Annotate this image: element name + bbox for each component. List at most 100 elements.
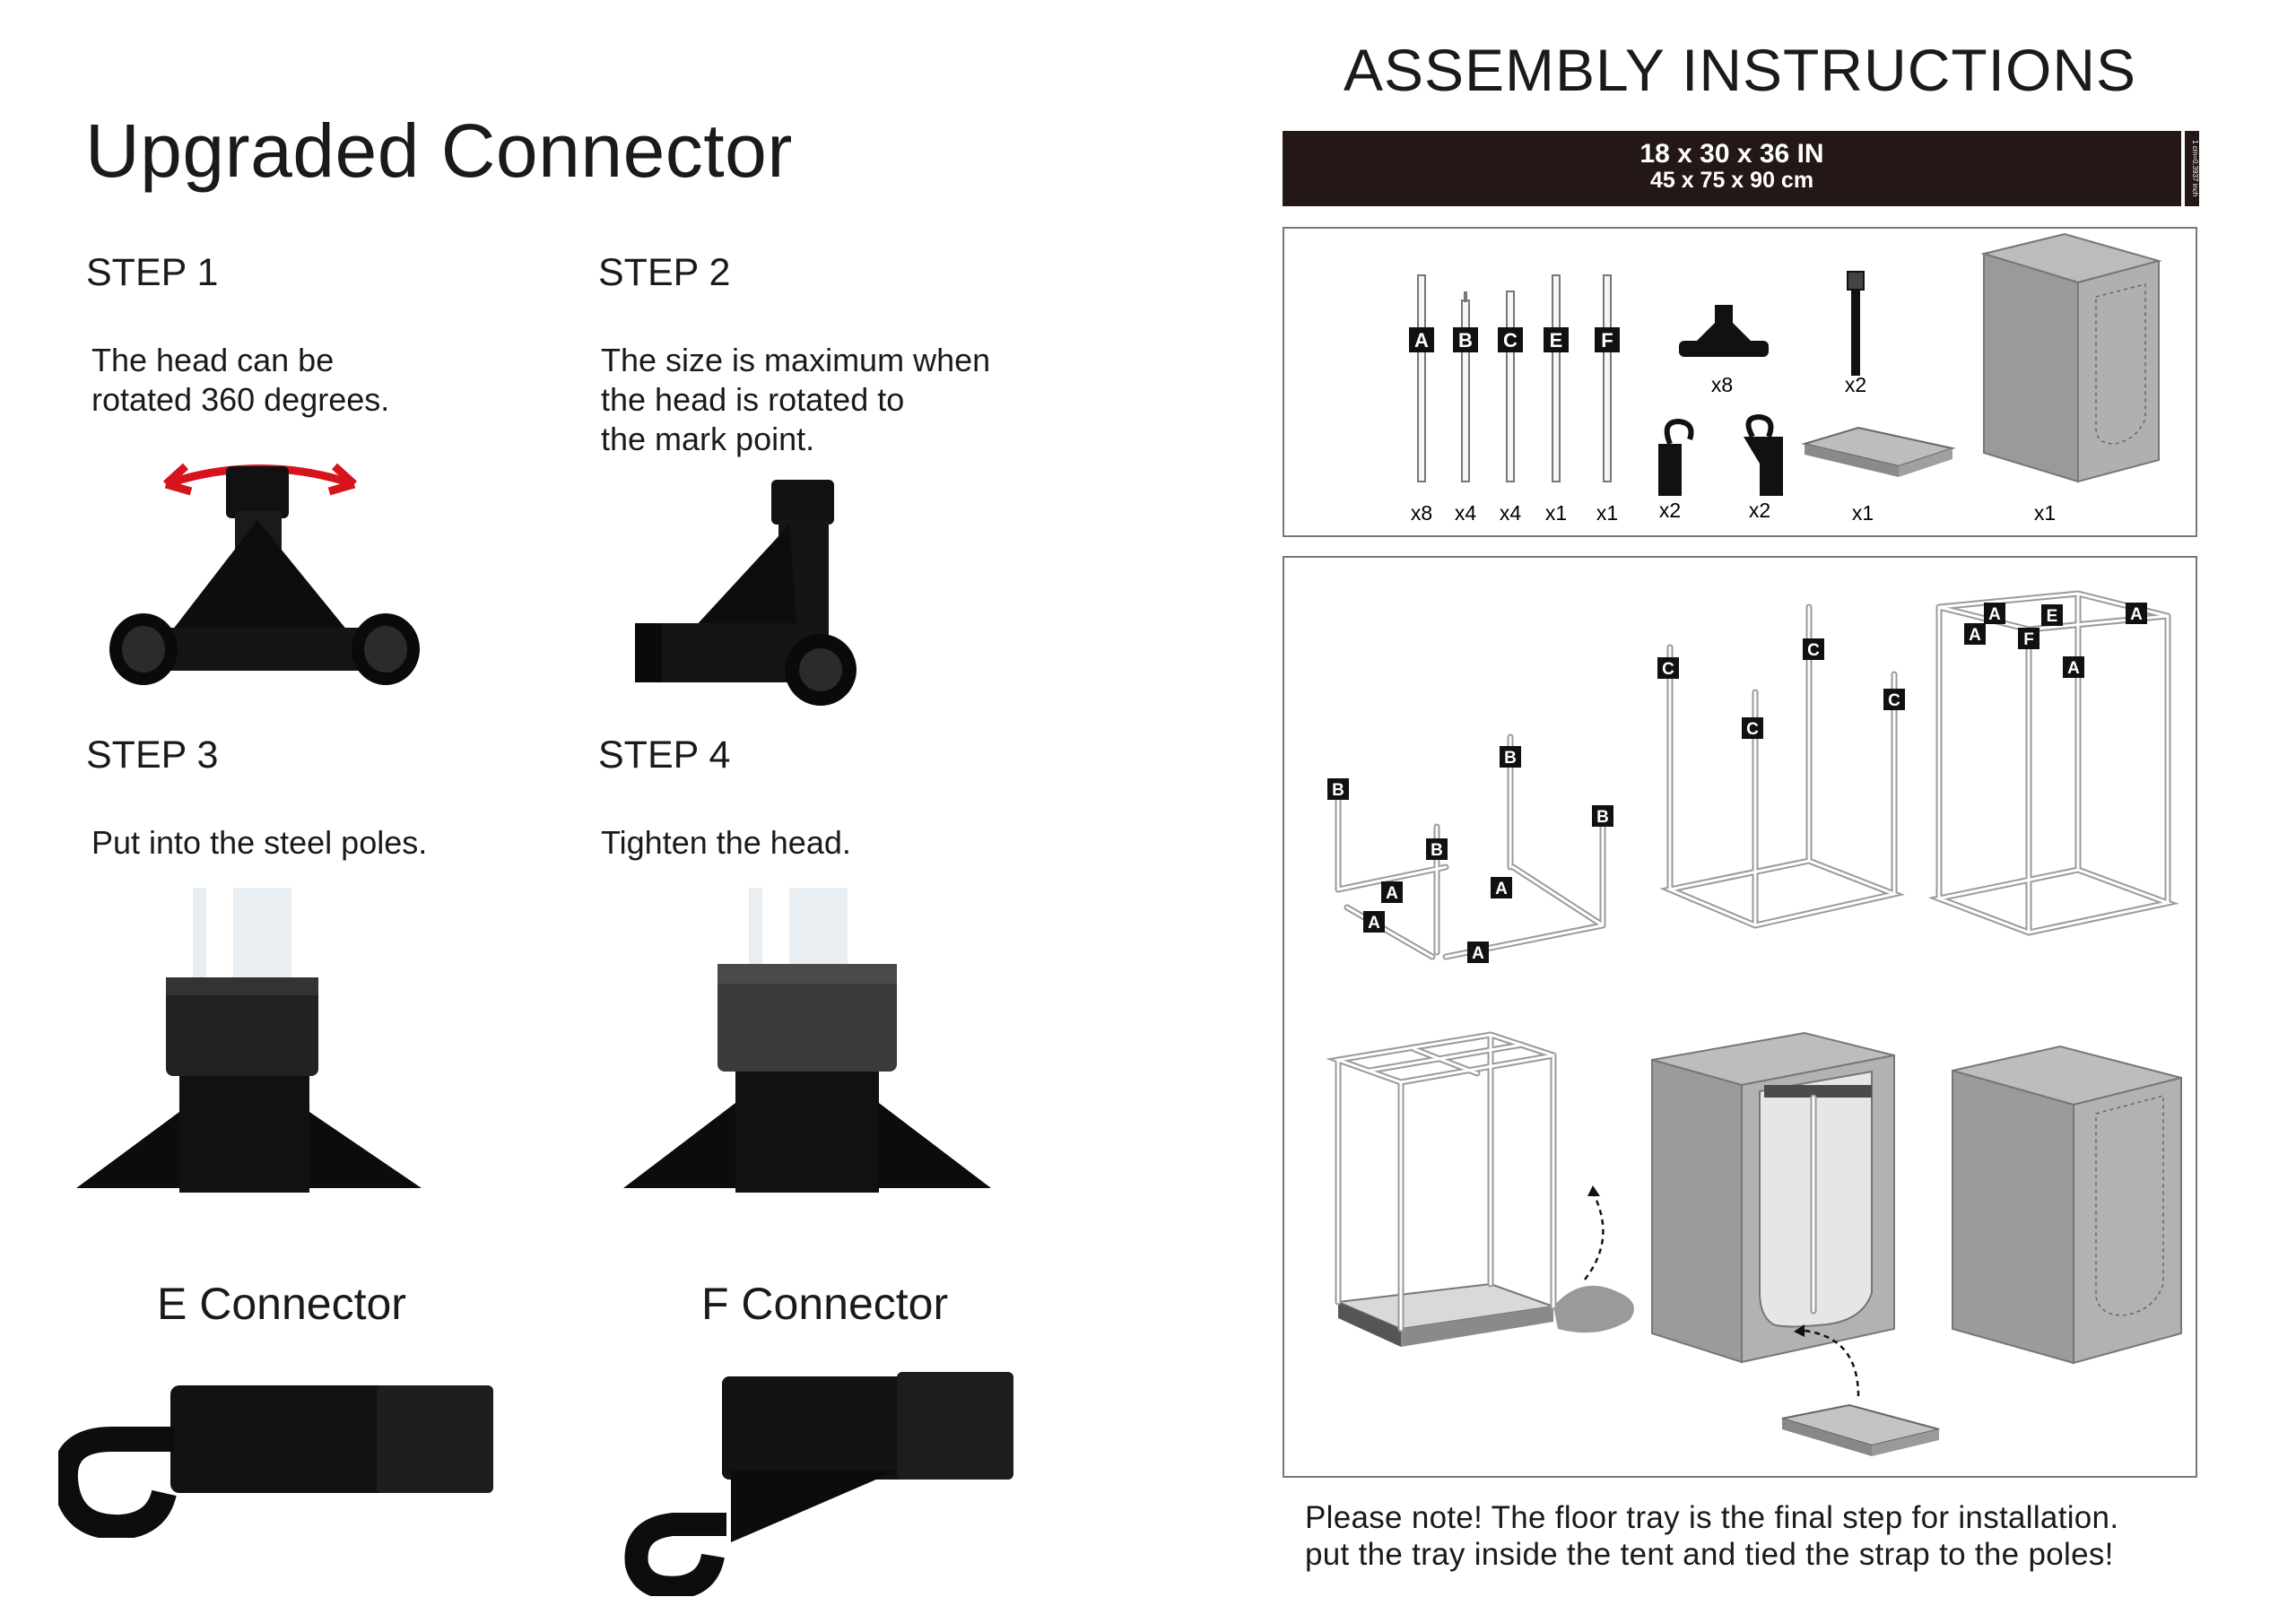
svg-text:A: A — [1969, 626, 1981, 645]
diagram-tag-b: B — [1327, 778, 1349, 800]
pole-a-qty: x8 — [1411, 501, 1432, 525]
svg-text:A: A — [1386, 884, 1398, 903]
diagram-tag-b: B — [1426, 838, 1448, 860]
step-2-heading: STEP 2 — [598, 251, 731, 294]
corner-connector-part: x8 — [1679, 305, 1769, 396]
tent-part: x1 — [1980, 232, 2162, 525]
f-connector-qty: x2 — [1749, 499, 1770, 522]
size-cm: 45 x 75 x 90 cm — [1649, 168, 1814, 193]
diagram-tag-a: A — [2126, 603, 2147, 624]
svg-text:F: F — [2023, 630, 2034, 649]
svg-text:B: B — [1332, 781, 1344, 800]
diagram-tag-c: C — [1657, 657, 1679, 679]
stage-6-closed-tent — [1952, 1045, 2182, 1365]
svg-text:A: A — [2130, 605, 2143, 624]
svg-text:B: B — [1504, 749, 1517, 768]
installation-note: Please note! The floor tray is the final… — [1305, 1499, 2118, 1573]
pole-c: C x4 — [1498, 291, 1523, 525]
pole-c-letter: C — [1503, 329, 1518, 352]
step-2-connector-image — [635, 480, 857, 706]
assembly-steps-diagram: .pl{fill:none;stroke:#9a9a9a;stroke-widt… — [1326, 590, 2182, 1456]
diagram-tag-c: C — [1883, 689, 1905, 710]
size-conversion-tag: 1 cm=0.3937 inch — [2185, 131, 2199, 206]
tent-qty: x1 — [2034, 501, 2056, 525]
step-1-text: The head can be rotated 360 degrees. — [91, 341, 389, 420]
svg-text:A: A — [1368, 914, 1380, 933]
tray-part: x1 — [1801, 426, 1956, 525]
e-connector-image — [58, 1385, 493, 1538]
pole-e: E x1 — [1544, 274, 1569, 525]
pole-c-qty: x4 — [1500, 501, 1522, 525]
diagram-tag-b: B — [1592, 805, 1613, 827]
step-4-heading: STEP 4 — [598, 733, 731, 777]
f-connector-part: x2 — [1744, 413, 1783, 522]
corner-connector-qty: x8 — [1711, 373, 1733, 396]
stage-3-full-frame — [1927, 590, 2179, 936]
stage-2-uprights — [1659, 603, 1905, 929]
pole-e-qty: x1 — [1545, 501, 1567, 525]
svg-text:E: E — [2047, 607, 2058, 626]
svg-text:A: A — [1495, 880, 1508, 898]
tray-qty: x1 — [1852, 501, 1874, 525]
pole-b-qty: x4 — [1455, 501, 1477, 525]
pole-a-letter: A — [1414, 329, 1429, 352]
step-3-text: Put into the steel poles. — [91, 823, 427, 863]
step-3-line-1: Put into the steel poles. — [91, 824, 428, 861]
pole-b: B x4 — [1453, 291, 1478, 525]
diagram-tag-e: E — [2041, 604, 2063, 626]
step-2-line-3: the mark point. — [601, 421, 815, 457]
step-2-line-2: the head is rotated to — [601, 381, 905, 418]
pole-f-qty: x1 — [1596, 501, 1618, 525]
diagram-tag-a: A — [1964, 623, 1986, 645]
diagram-tag-a: A — [2063, 656, 2084, 678]
step-3-pole-image — [76, 888, 422, 1193]
diagram-tag-a: A — [1381, 881, 1403, 903]
stage-4-frame-with-floor — [1326, 1031, 1634, 1347]
strap-part: x2 — [1845, 271, 1866, 396]
svg-text:C: C — [1662, 660, 1674, 679]
svg-text:B: B — [1431, 841, 1443, 860]
diagram-tag-c: C — [1742, 717, 1763, 739]
diagram-tag-a: A — [1467, 942, 1489, 963]
step-1-heading: STEP 1 — [86, 251, 219, 294]
diagram-tag-a: A — [1491, 877, 1512, 898]
step-1-connector-image — [109, 463, 420, 685]
pole-e-letter: E — [1550, 329, 1563, 352]
f-connector-image — [624, 1372, 1013, 1596]
diagram-tag-a: A — [1984, 603, 2005, 624]
assembly-title: ASSEMBLY INSTRUCTIONS — [1343, 37, 2137, 103]
stage-5-tent-with-tray — [1651, 1031, 1940, 1456]
e-connector-part: x2 — [1658, 418, 1694, 522]
step-1-line-2: rotated 360 degrees. — [91, 381, 390, 418]
step-3-heading: STEP 3 — [86, 733, 219, 777]
parts-list-box: A x8 B x4 C x4 E x1 F x1 — [1283, 227, 2197, 537]
size-inches: 18 x 30 x 36 IN — [1639, 139, 1824, 169]
svg-text:B: B — [1596, 808, 1609, 827]
diagram-tag-c: C — [1803, 638, 1824, 660]
note-line-1: Please note! The floor tray is the final… — [1305, 1500, 2119, 1535]
diagram-tag-a: A — [1363, 911, 1385, 933]
svg-text:A: A — [1988, 605, 2001, 624]
step-1-line-1: The head can be — [91, 342, 335, 378]
diagram-tag-f: F — [2018, 628, 2039, 649]
pole-b-letter: B — [1458, 329, 1473, 352]
parts-list-diagram: A x8 B x4 C x4 E x1 F x1 — [1409, 232, 2162, 525]
pole-a: A x8 — [1409, 274, 1434, 525]
step-2-text: The size is maximum when the head is rot… — [601, 341, 990, 459]
step-4-line-1: Tighten the head. — [601, 824, 851, 861]
svg-text:C: C — [1807, 641, 1820, 660]
e-connector-qty: x2 — [1659, 499, 1681, 522]
step-4-text: Tighten the head. — [601, 823, 851, 863]
size-bar: 18 x 30 x 36 IN 45 x 75 x 90 cm — [1283, 131, 2181, 206]
pole-f: F x1 — [1595, 274, 1620, 525]
step-2-line-1: The size is maximum when — [601, 342, 991, 378]
page-title: Upgraded Connector — [85, 108, 793, 193]
pole-f-letter: F — [1601, 329, 1613, 352]
stage-1-base-frame — [1335, 733, 1606, 960]
svg-text:A: A — [1472, 944, 1484, 963]
f-connector-heading: F Connector — [701, 1279, 949, 1329]
svg-text:C: C — [1746, 720, 1759, 739]
step-4-pole-image — [623, 888, 991, 1193]
svg-text:A: A — [2067, 659, 2080, 678]
svg-text:C: C — [1888, 691, 1900, 710]
